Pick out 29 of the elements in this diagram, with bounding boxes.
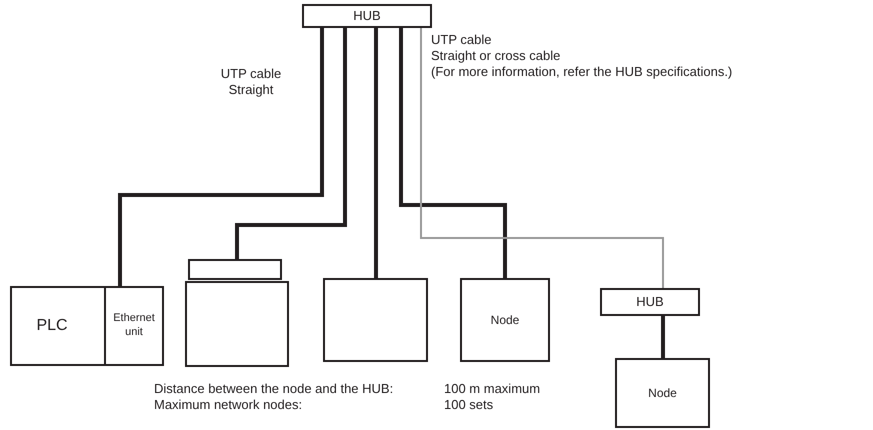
node-label: Node (648, 386, 677, 400)
node-label: Ethernet unit (112, 312, 156, 340)
cable-line (420, 28, 664, 288)
cable-line (118, 28, 324, 286)
cable-line (399, 28, 507, 278)
empty-box (185, 281, 289, 367)
node-label: PLC (35, 316, 69, 336)
note-text: Straight (228, 82, 274, 98)
node-label: HUB (353, 8, 381, 24)
device-box (10, 286, 164, 366)
device-box (615, 358, 710, 428)
note-text: UTP cable (220, 66, 282, 82)
note-text: Maximum network nodes: (154, 397, 302, 413)
device-box (460, 278, 550, 362)
cable-line (661, 316, 665, 358)
empty-box (188, 259, 282, 280)
note-text: 100 sets (444, 397, 494, 413)
node-label: HUB (636, 294, 664, 310)
cable-line (374, 28, 378, 278)
node-label: Node (490, 312, 520, 328)
cable-line (235, 28, 347, 259)
empty-box (323, 278, 428, 362)
note-text: 100 m maximum (444, 381, 540, 397)
device-box (600, 288, 700, 316)
device-box (302, 4, 432, 28)
note-text: UTP cable (431, 32, 492, 48)
note-text: (For more information, refer the HUB specifications.) (431, 64, 732, 80)
note-text: Straight or cross cable (431, 48, 560, 64)
note-text: Distance between the node and the HUB: (154, 381, 394, 397)
